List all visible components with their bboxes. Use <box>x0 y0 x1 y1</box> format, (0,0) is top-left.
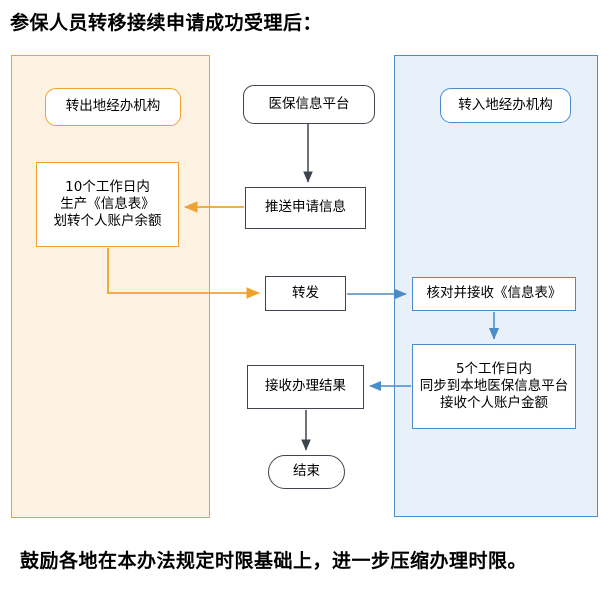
node-push-application-info[interactable]: 推送申请信息 <box>245 187 366 229</box>
node-label-multiline: 5个工作日内同步到本地医保信息平台接收个人账户金额 <box>419 360 569 412</box>
node-transfer-out-agency[interactable]: 转出地经办机构 <box>45 88 181 126</box>
node-label: 核对并接收《信息表》 <box>426 285 562 302</box>
node-sync-task[interactable]: 5个工作日内同步到本地医保信息平台接收个人账户金额 <box>412 344 576 429</box>
node-label: 转入地经办机构 <box>458 96 553 113</box>
node-transfer-in-agency[interactable]: 转入地经办机构 <box>440 88 571 123</box>
page-caption: 鼓励各地在本办法规定时限基础上，进一步压缩办理时限。 <box>20 550 528 572</box>
node-label-multiline: 10个工作日内生产《信息表》划转个人账户余额 <box>53 178 162 230</box>
page-title: 参保人员转移接续申请成功受理后： <box>10 12 323 34</box>
node-out-task[interactable]: 10个工作日内生产《信息表》划转个人账户余额 <box>36 162 179 247</box>
node-end[interactable]: 结束 <box>268 455 345 489</box>
node-forward[interactable]: 转发 <box>265 276 346 311</box>
node-label: 推送申请信息 <box>265 199 346 216</box>
node-label: 转出地经办机构 <box>65 98 161 115</box>
node-receive-result[interactable]: 接收办理结果 <box>247 365 364 409</box>
node-medical-insurance-platform[interactable]: 医保信息平台 <box>243 85 375 124</box>
node-label: 结束 <box>293 463 320 480</box>
node-label: 医保信息平台 <box>268 95 350 112</box>
node-verify-and-receive-form[interactable]: 核对并接收《信息表》 <box>412 277 576 311</box>
node-label: 转发 <box>292 284 319 301</box>
node-label: 接收办理结果 <box>265 378 346 395</box>
